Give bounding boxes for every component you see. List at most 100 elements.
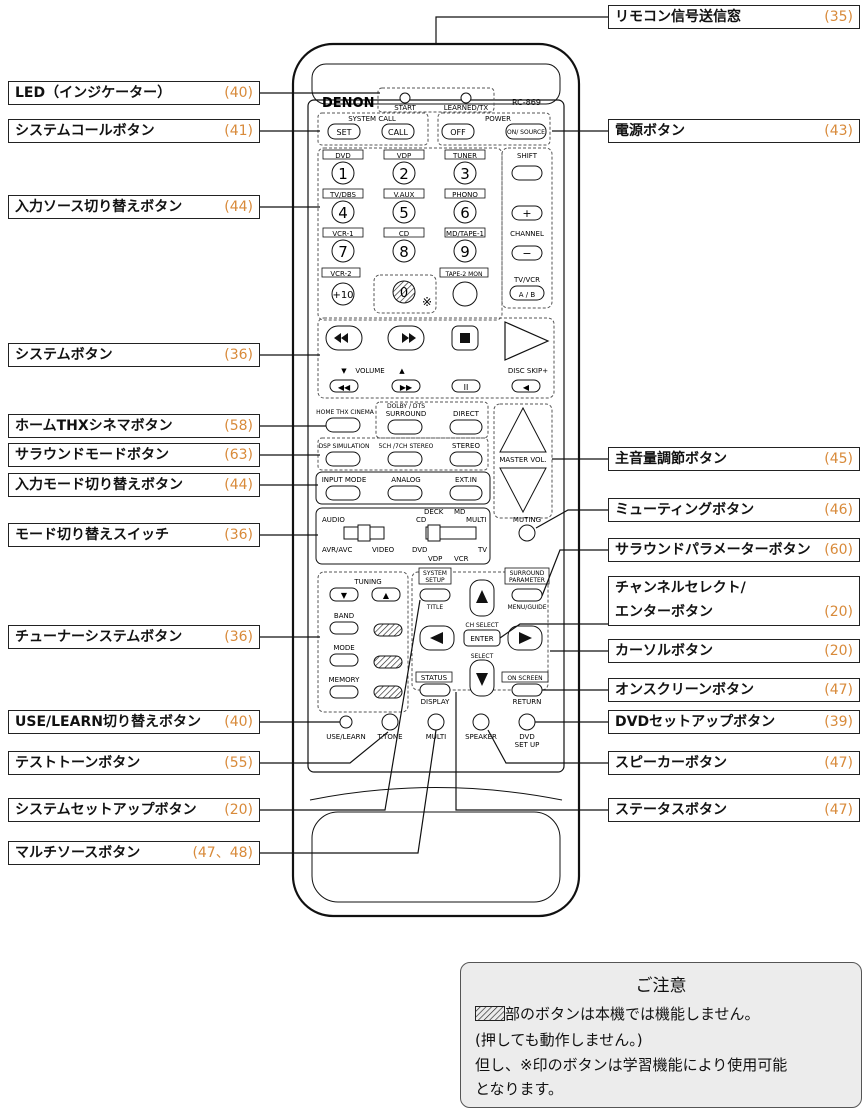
on-source-button[interactable]: ON/ SOURCE — [505, 123, 547, 140]
home-thx-button[interactable] — [325, 417, 361, 433]
disc-skip-button[interactable]: ◀ — [511, 379, 541, 393]
cursor-up-button[interactable] — [469, 579, 495, 617]
ab-button[interactable]: A / B — [509, 285, 545, 301]
play-button[interactable] — [504, 321, 550, 361]
ch-stereo-button[interactable] — [387, 451, 423, 467]
cd-label: CD — [416, 516, 426, 524]
off-button[interactable]: OFF — [441, 123, 475, 140]
shift-group-box — [501, 147, 553, 309]
cursor-left-button[interactable] — [419, 625, 455, 651]
shift-button[interactable] — [511, 165, 543, 181]
return-label: RETURN — [513, 698, 542, 706]
svg-text:▼: ▼ — [341, 591, 348, 600]
rewind-button[interactable] — [325, 325, 363, 351]
muting-button[interactable] — [518, 524, 536, 542]
source-button-9[interactable]: MD/TAPE-19 — [444, 227, 486, 263]
source-button-7[interactable]: VCR-17 — [322, 227, 364, 263]
next-track-button[interactable]: ▶▶ — [391, 379, 421, 393]
system-setup-button[interactable] — [419, 588, 451, 602]
cursor-right-button[interactable] — [507, 625, 543, 651]
cursor-down-button[interactable] — [469, 659, 495, 697]
fast-forward-button[interactable] — [387, 325, 425, 351]
system-call-label: SYSTEM CALL — [348, 115, 396, 123]
multi-switch-label: MULTI — [466, 516, 486, 524]
svg-text:TAPE-2 MON: TAPE-2 MON — [445, 271, 483, 278]
surround-label: SURROUND — [386, 410, 427, 418]
dvd-setup-button[interactable] — [518, 713, 536, 731]
tuning-down-button[interactable]: ▼ — [329, 587, 359, 602]
shift-label: SHIFT — [517, 152, 538, 160]
hatched-button-3[interactable] — [373, 685, 403, 699]
source-button-6[interactable]: PHONO 6 — [444, 188, 486, 224]
system-button-group-box — [317, 317, 555, 399]
enter-button[interactable]: ENTER — [463, 629, 501, 647]
svg-text:PHONO: PHONO — [452, 191, 478, 199]
mode-button[interactable] — [329, 653, 359, 667]
speaker-button[interactable] — [472, 713, 490, 731]
ext-in-button[interactable] — [449, 485, 483, 501]
hatched-button-2[interactable] — [373, 655, 403, 669]
label-test-tone: テストトーンボタン(55) — [8, 751, 260, 775]
surround-param-frame — [504, 567, 550, 585]
direct-button[interactable] — [449, 419, 483, 435]
svg-text:6: 6 — [460, 204, 470, 222]
hatched-button-1[interactable] — [373, 623, 403, 637]
zero-group-box — [373, 274, 437, 314]
ext-in-label: EXT.IN — [455, 476, 477, 484]
call-button[interactable]: CALL — [381, 123, 415, 140]
source-slide-switch[interactable] — [425, 524, 477, 542]
dsp-sim-label: DSP SIMULATION — [319, 443, 370, 450]
on-screen-button[interactable] — [511, 683, 543, 697]
master-vol-down-button[interactable] — [499, 467, 547, 514]
memory-button[interactable] — [329, 685, 359, 699]
volume-down-arrow: ▼ — [341, 367, 347, 375]
svg-text:▶▶: ▶▶ — [400, 383, 413, 392]
surround-param-button[interactable] — [511, 588, 543, 602]
surround-button[interactable] — [387, 419, 423, 435]
tuning-up-button[interactable]: ▲ — [371, 587, 401, 602]
zero-button[interactable]: 0 ※ — [392, 280, 432, 309]
svg-text:9: 9 — [460, 243, 470, 261]
svg-text:3: 3 — [460, 165, 470, 183]
prev-track-button[interactable]: ◀◀ — [329, 379, 359, 393]
channel-down-button[interactable]: − — [511, 245, 543, 261]
svg-text:4: 4 — [338, 204, 348, 222]
audio-label: AUDIO — [322, 516, 345, 524]
av-slide-switch[interactable] — [343, 524, 385, 542]
t-tone-button[interactable] — [381, 713, 399, 731]
volume-label: VOLUME — [355, 367, 384, 375]
svg-text:▲: ▲ — [383, 591, 390, 600]
label-surround-param: サラウンドパラメーターボタン(60) — [608, 538, 860, 562]
multi-button[interactable] — [427, 713, 445, 731]
use-learn-label: USE/LEARN — [326, 733, 366, 741]
source-button-8[interactable]: CD8 — [383, 227, 425, 263]
dsp-sim-button[interactable] — [325, 451, 361, 467]
svg-text:◀: ◀ — [523, 383, 530, 392]
use-learn-button[interactable] — [339, 715, 353, 729]
band-button[interactable] — [329, 621, 359, 635]
channel-label: CHANNEL — [510, 230, 544, 238]
input-mode-button[interactable] — [325, 485, 361, 501]
power-group-box — [437, 112, 551, 146]
channel-up-button[interactable]: + — [511, 205, 543, 221]
set-button[interactable]: SET — [327, 123, 361, 140]
stop-button[interactable] — [451, 325, 479, 351]
status-button[interactable] — [419, 683, 451, 697]
note-title: ご注意 — [635, 976, 687, 996]
analog-button[interactable] — [387, 485, 423, 501]
pause-button[interactable]: II — [451, 379, 481, 393]
md-label: MD — [454, 508, 465, 516]
tape2-mon-button[interactable]: TAPE-2 MON — [439, 267, 489, 307]
master-vol-up-button[interactable] — [499, 406, 547, 453]
multi-label: MULTI — [426, 733, 446, 741]
vcr2-button[interactable]: VCR-2 +10 — [321, 267, 361, 306]
svg-text:START: START — [394, 104, 416, 112]
tuning-label: TUNING — [353, 578, 381, 586]
dvd-switch-label: DVD — [412, 546, 427, 554]
stereo-button[interactable] — [449, 451, 483, 467]
